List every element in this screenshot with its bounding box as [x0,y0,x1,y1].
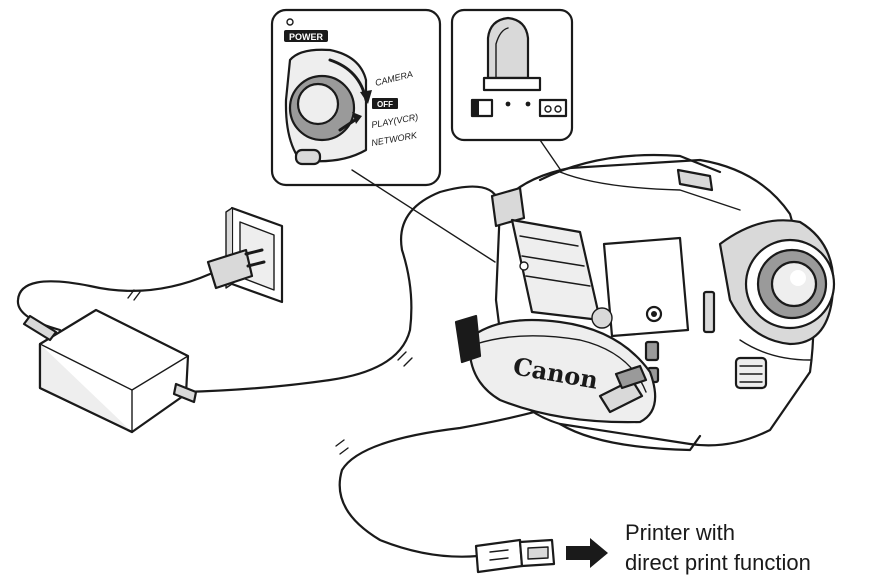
power-dial-inset: POWER CAMERA OFF PLAY(VCR) NETWORK [270,8,442,187]
dial-pointer-line [351,169,496,263]
printer-caption-line1: Printer with [625,520,736,545]
power-adapter [22,308,198,434]
arrow-right-icon [566,538,608,568]
power-label: POWER [289,32,324,42]
dc-cable-adapter-to-camera [182,185,500,394]
printer-caption-line2: direct print function [625,550,811,575]
switch-inset [450,8,574,142]
wall-outlet [206,206,284,304]
switch-pointer-line [539,139,563,173]
usb-plug [474,538,556,574]
power-plug [206,248,254,290]
camcorder: Canon [454,153,836,452]
power-cord-wall-to-adapter [16,272,212,332]
printer-caption: Printer with direct print function [625,518,811,578]
mode-off: OFF [377,100,393,109]
